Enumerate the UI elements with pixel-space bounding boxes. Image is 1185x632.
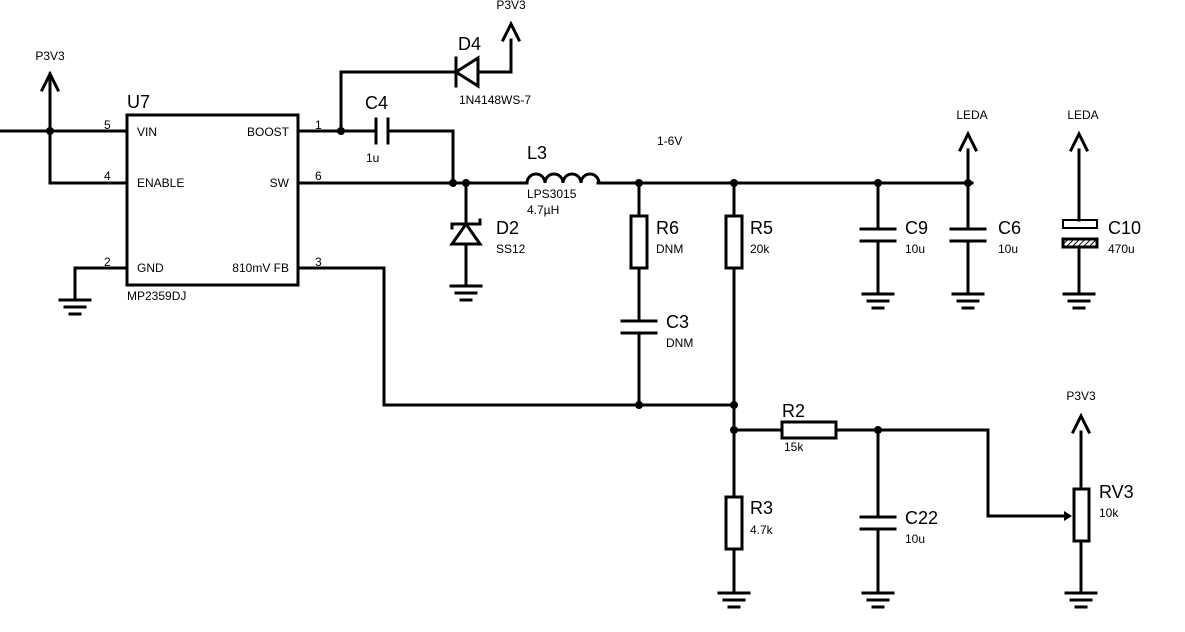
power-leda-c10: LEDA: [1067, 108, 1099, 153]
u7-pinnum-gnd: 2: [104, 255, 111, 269]
u7-pinnum-enable: 4: [104, 169, 111, 183]
u7-ref: U7: [127, 92, 150, 112]
net-label-p3v3-top: P3V3: [496, 0, 526, 12]
d4-ref: D4: [458, 34, 481, 54]
ground-icon-rv3: [1064, 591, 1098, 609]
ground-icon-c10: [1062, 292, 1096, 310]
ground-icon-r3: [717, 591, 751, 609]
r6-ref: R6: [656, 218, 679, 238]
net-label-p3v3-rv3: P3V3: [1066, 389, 1096, 403]
u7-pin-boost: BOOST: [247, 125, 290, 139]
r5-ref: R5: [750, 218, 773, 238]
u7-pinnum-boost: 1: [315, 118, 322, 132]
net-label-leda-c6: LEDA: [956, 108, 987, 122]
ground-icon-c9: [861, 292, 895, 310]
d2-value: SS12: [496, 242, 526, 256]
net-label-output-voltage: 1-6V: [657, 134, 682, 148]
c9-ref: C9: [905, 218, 928, 238]
c4-value: 1u: [366, 151, 379, 165]
u7-pin-gnd: GND: [137, 261, 164, 275]
u7-pinnum-sw: 6: [315, 169, 322, 183]
r3-value: 4.7k: [750, 523, 774, 537]
ground-symbols: [58, 284, 1098, 609]
capacitor-c4: C4 1u: [365, 93, 390, 165]
c10-ref: C10: [1108, 218, 1141, 238]
l3-value-2: 4.7µH: [527, 203, 559, 217]
ground-icon-c6: [951, 292, 985, 310]
capacitor-c9: C9 10u: [859, 218, 928, 256]
u7-pin-vin: VIN: [137, 125, 157, 139]
capacitor-c6: C6 10u: [949, 218, 1021, 256]
c3-ref: C3: [666, 312, 689, 332]
u7-pinnum-fb: 3: [315, 255, 322, 269]
d2-ref: D2: [496, 218, 519, 238]
r3-ref: R3: [750, 498, 773, 518]
rv3-value: 10k: [1099, 506, 1119, 520]
l3-value: LPS3015: [527, 187, 577, 201]
net-label-leda-c10: LEDA: [1067, 108, 1098, 122]
power-p3v3-rv3: P3V3: [1066, 389, 1096, 435]
ground-icon-d2: [449, 284, 483, 302]
potentiometer-rv3: RV3 10k: [1072, 482, 1134, 543]
diode-d2: D2 SS12: [449, 218, 526, 256]
ground-icon-c22: [861, 591, 895, 609]
junctions: [46, 127, 972, 434]
capacitor-c10: C10 470u: [1061, 218, 1141, 256]
r6-value: DNM: [656, 242, 683, 256]
capacitor-c3: C3 DNM: [620, 312, 693, 350]
net-label-p3v3-left: P3V3: [35, 49, 65, 63]
u7-pinnum-vin: 5: [104, 118, 111, 132]
wires: [0, 38, 1083, 594]
inductor-l3: L3 LPS3015 4.7µH: [525, 143, 601, 217]
c6-ref: C6: [998, 218, 1021, 238]
c3-value: DNM: [666, 336, 693, 350]
diode-d4: D4 1N4148WS-7: [453, 34, 531, 107]
c22-ref: C22: [905, 508, 938, 528]
r2-value: 15k: [784, 440, 804, 454]
resistor-r6: R6 DNM: [629, 214, 683, 270]
u7-body: [125, 113, 300, 287]
power-p3v3-top: P3V3: [496, 0, 526, 43]
c6-value: 10u: [998, 242, 1018, 256]
rv3-wiper-arrow: [1064, 511, 1072, 521]
c4-ref: C4: [365, 93, 388, 113]
u7-ic: U7 MP2359DJ VIN ENABLE GND BOOST SW 810m…: [104, 92, 322, 303]
rv3-ref: RV3: [1099, 482, 1134, 502]
r5-value: 20k: [750, 242, 770, 256]
u7-pin-enable: ENABLE: [137, 176, 184, 190]
ground-icon-u7: [58, 298, 92, 316]
u7-pin-fb: 810mV FB: [232, 261, 289, 275]
power-leda-c6: LEDA: [956, 108, 988, 153]
capacitor-c22: C22 10u: [859, 508, 938, 546]
u7-pin-sw: SW: [270, 176, 290, 190]
resistor-r3: R3 4.7k: [724, 495, 774, 551]
c9-value: 10u: [905, 242, 925, 256]
resistor-r2: R2 15k: [780, 401, 838, 454]
power-p3v3-left: P3V3: [35, 49, 65, 93]
u7-part: MP2359DJ: [127, 289, 186, 303]
c22-value: 10u: [905, 532, 925, 546]
resistor-r5: R5 20k: [724, 214, 773, 270]
l3-ref: L3: [527, 143, 547, 163]
c10-value: 470u: [1108, 242, 1135, 256]
d4-value: 1N4148WS-7: [459, 93, 531, 107]
r2-ref: R2: [782, 401, 805, 421]
